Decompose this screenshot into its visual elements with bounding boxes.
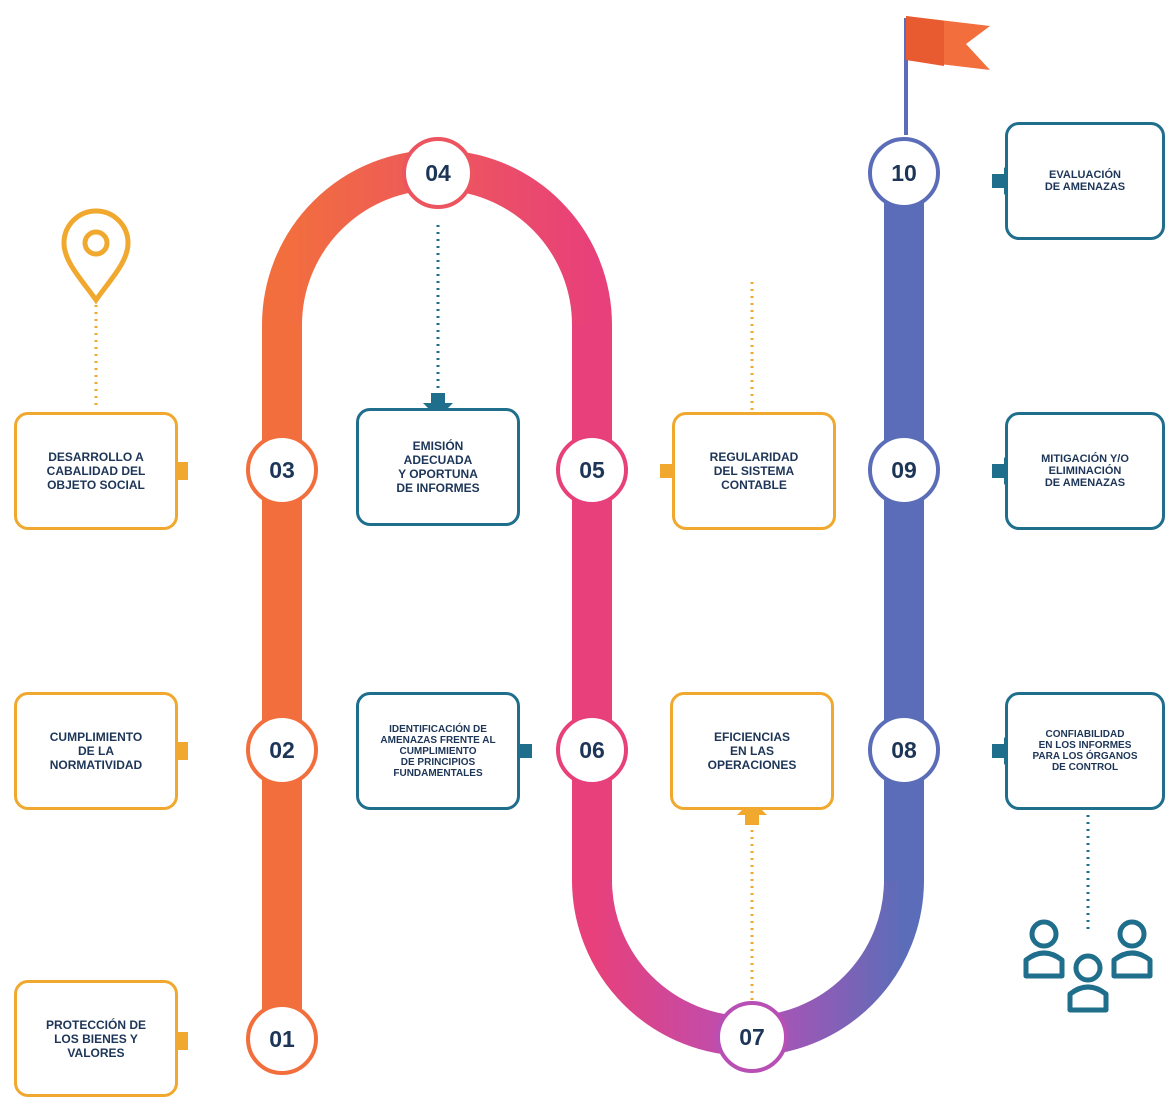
step-box-04: EMISIÓN ADECUADA Y OPORTUNA DE INFORMES: [356, 408, 520, 526]
step-box-05: REGULARIDAD DEL SISTEMA CONTABLE: [672, 412, 836, 530]
step-box-02: CUMPLIMIENTO DE LA NORMATIVIDAD: [14, 692, 178, 810]
step-node-01: 01: [246, 1003, 318, 1075]
step-node-05: 05: [556, 434, 628, 506]
step-label-02: CUMPLIMIENTO DE LA NORMATIVIDAD: [49, 730, 143, 772]
step-label-09: MITIGACIÓN Y/O ELIMINACIÓN DE AMENAZAS: [1041, 453, 1129, 489]
step-label-10: EVALUACIÓN DE AMENAZAS: [1044, 169, 1126, 193]
step-node-06: 06: [556, 714, 628, 786]
step-box-10: EVALUACIÓN DE AMENAZAS: [1005, 122, 1165, 240]
step-node-03: 03: [246, 434, 318, 506]
step-label-07: EFICIENCIAS EN LAS OPERACIONES: [707, 730, 797, 772]
step-node-07: 07: [716, 1001, 788, 1073]
step-label-03: DESARROLLO A CABALIDAD DEL OBJETO SOCIAL: [46, 450, 146, 492]
step-box-01: PROTECCIÓN DE LOS BIENES Y VALORES: [14, 980, 178, 1097]
step-box-03: DESARROLLO A CABALIDAD DEL OBJETO SOCIAL: [14, 412, 178, 530]
step-node-04: 04: [402, 137, 474, 209]
step-label-06: IDENTIFICACIÓN DE AMENAZAS FRENTE AL CUM…: [380, 723, 496, 779]
location-pin-icon: [61, 208, 131, 305]
people-group-icon: [1023, 919, 1153, 1013]
step-node-02: 02: [246, 714, 318, 786]
step-box-06: IDENTIFICACIÓN DE AMENAZAS FRENTE AL CUM…: [356, 692, 520, 810]
arrow-icon: [423, 393, 453, 418]
step-label-05: REGULARIDAD DEL SISTEMA CONTABLE: [709, 450, 799, 492]
step-node-10: 10: [868, 137, 940, 209]
step-box-09: MITIGACIÓN Y/O ELIMINACIÓN DE AMENAZAS: [1005, 412, 1165, 530]
step-label-04: EMISIÓN ADECUADA Y OPORTUNA DE INFORMES: [396, 439, 480, 495]
step-node-09: 09: [868, 434, 940, 506]
step-label-01: PROTECCIÓN DE LOS BIENES Y VALORES: [45, 1017, 146, 1060]
step-node-08: 08: [868, 714, 940, 786]
step-label-08: CONFIABILIDAD EN LOS INFORMES PARA LOS Ó…: [1032, 729, 1138, 773]
step-box-07: EFICIENCIAS EN LAS OPERACIONES: [670, 692, 834, 810]
step-box-08: CONFIABILIDAD EN LOS INFORMES PARA LOS Ó…: [1005, 692, 1165, 810]
dotted-connectors: [94, 225, 1090, 1000]
flag-icon: [904, 16, 990, 135]
arrow-icon: [737, 800, 767, 825]
